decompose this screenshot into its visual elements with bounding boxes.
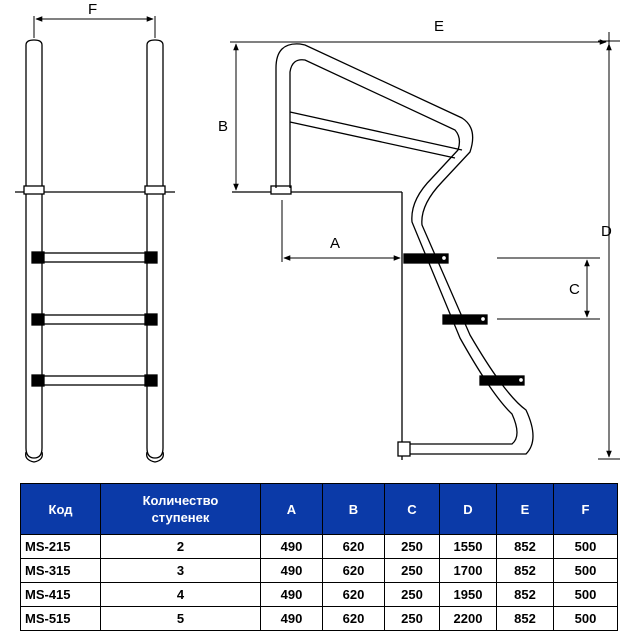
cell-c: 250: [384, 582, 440, 607]
cell-c: 250: [384, 534, 440, 559]
dimension-e: [300, 32, 610, 50]
cell-f: 500: [553, 558, 618, 583]
table-row: MS-415 4 490 620 250 1950 852 500: [20, 582, 618, 607]
cell-code: MS-415: [20, 582, 101, 607]
cell-steps: 5: [100, 606, 261, 631]
dim-label-a: A: [330, 235, 340, 252]
dimension-b: [230, 41, 300, 191]
cell-b: 620: [322, 606, 385, 631]
front-view-ladder: [15, 39, 175, 463]
header-steps: Количество ступенек: [100, 483, 261, 535]
table-row: MS-515 5 490 620 250 2200 852 500: [20, 606, 618, 631]
header-steps-line2: ступенек: [151, 510, 210, 525]
cell-a: 490: [260, 534, 323, 559]
header-c: C: [384, 483, 440, 535]
cell-e: 852: [496, 534, 554, 559]
cell-f: 500: [553, 534, 618, 559]
dim-label-e: E: [434, 18, 444, 35]
header-e: E: [496, 483, 554, 535]
table-row: MS-315 3 490 620 250 1700 852 500: [20, 558, 618, 583]
dimension-a: [281, 200, 401, 262]
cell-code: MS-515: [20, 606, 101, 631]
cell-e: 852: [496, 558, 554, 583]
header-f: F: [553, 483, 618, 535]
header-steps-line1: Количество: [142, 493, 219, 508]
header-d: D: [439, 483, 497, 535]
cell-steps: 3: [100, 558, 261, 583]
spec-table: Код Количество ступенек A B C D E F MS-2…: [20, 483, 618, 631]
dim-label-f: F: [88, 1, 97, 18]
table-header-row: Код Количество ступенек A B C D E F: [20, 483, 618, 535]
cell-b: 620: [322, 558, 385, 583]
cell-d: 1950: [439, 582, 497, 607]
header-code: Код: [20, 483, 101, 535]
dim-label-c: C: [569, 281, 580, 298]
cell-steps: 4: [100, 582, 261, 607]
cell-b: 620: [322, 582, 385, 607]
dimension-f: [33, 16, 156, 38]
side-view-pool: [232, 43, 534, 460]
cell-f: 500: [553, 582, 618, 607]
cell-d: 1550: [439, 534, 497, 559]
dimension-c: [497, 257, 600, 320]
cell-a: 490: [260, 606, 323, 631]
cell-d: 1700: [439, 558, 497, 583]
header-a: A: [260, 483, 323, 535]
table-row: MS-215 2 490 620 250 1550 852 500: [20, 534, 618, 559]
cell-a: 490: [260, 558, 323, 583]
cell-steps: 2: [100, 534, 261, 559]
dim-label-d: D: [601, 223, 612, 240]
cell-code: MS-315: [20, 558, 101, 583]
cell-e: 852: [496, 606, 554, 631]
cell-a: 490: [260, 582, 323, 607]
ladder-diagram: F B E A D C: [15, 1, 620, 463]
cell-c: 250: [384, 558, 440, 583]
cell-f: 500: [553, 606, 618, 631]
cell-e: 852: [496, 582, 554, 607]
cell-b: 620: [322, 534, 385, 559]
dimension-d: [598, 40, 620, 460]
cell-code: MS-215: [20, 534, 101, 559]
header-b: B: [322, 483, 385, 535]
dim-label-b: B: [218, 118, 228, 135]
cell-c: 250: [384, 606, 440, 631]
cell-d: 2200: [439, 606, 497, 631]
